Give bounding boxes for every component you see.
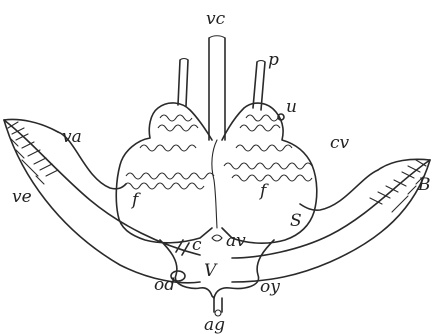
label-ve: ve	[12, 187, 32, 207]
label-S: S	[290, 211, 302, 231]
label-B: B	[417, 175, 431, 195]
central-vessel	[209, 36, 225, 140]
tube-left	[178, 59, 188, 107]
label-vc: vc	[206, 9, 226, 29]
label-va: va	[62, 127, 82, 147]
opening-av	[212, 235, 222, 241]
label-oy: oy	[260, 277, 280, 297]
coil-left	[124, 115, 214, 189]
label-av: av	[226, 231, 246, 251]
right-arm	[232, 159, 430, 282]
label-ag: ag	[204, 315, 225, 334]
label-V: V	[204, 261, 218, 281]
right-lobe	[222, 103, 317, 243]
label-p: p	[268, 50, 279, 70]
label-c: c	[192, 235, 202, 255]
left-arm	[4, 120, 200, 283]
midline	[212, 140, 217, 228]
label-od: od	[154, 275, 175, 295]
label-cv: cv	[330, 133, 350, 153]
label-f-right: f	[258, 181, 269, 201]
label-f-left: f	[130, 190, 141, 210]
label-u: u	[286, 97, 297, 117]
